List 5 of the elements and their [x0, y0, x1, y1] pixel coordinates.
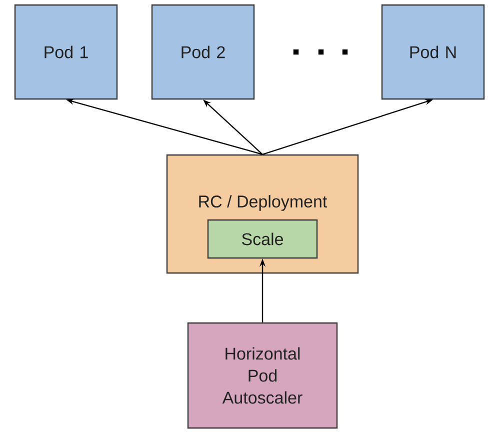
pod-box: Pod N — [381, 4, 485, 100]
autoscaler-box: Horizontal Pod Autoscaler — [187, 322, 338, 429]
pod-box: Pod 1 — [14, 4, 118, 100]
scale-box: Scale — [207, 219, 318, 259]
pod-box: Pod 2 — [151, 4, 255, 100]
